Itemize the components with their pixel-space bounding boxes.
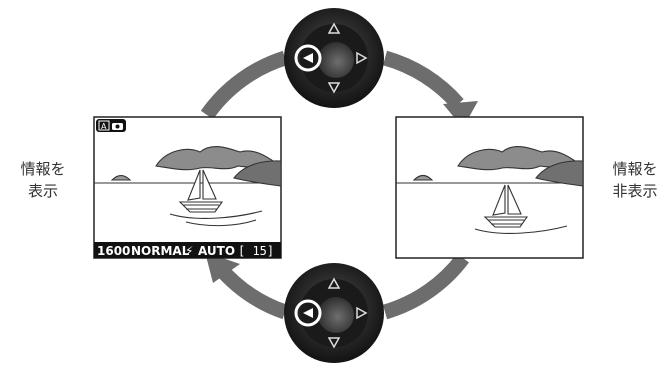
osd-bar: 1600 NORMAL ⚡ AUTO [ 15] [94, 242, 281, 258]
mode-badge: A [96, 119, 126, 132]
arrowhead-right [443, 101, 478, 128]
mode-letter: A [101, 122, 107, 131]
highlight-ring [294, 44, 322, 72]
arrow-left-icon[interactable] [303, 308, 313, 318]
highlight-ring [294, 299, 322, 327]
screen-with-info: A 1600 NORMAL ⚡ AUTO [ 15] [93, 116, 282, 259]
osd-frames: [ 15] [238, 244, 274, 258]
label-show-info-line1: 情報を [20, 160, 66, 178]
arrow-down-icon[interactable] [327, 82, 341, 94]
arc-top-right [382, 50, 464, 110]
label-hide-info-line2: 非表示 [612, 182, 658, 200]
multi-selector-top[interactable] [284, 8, 384, 108]
label-hide-info-line1: 情報を [612, 160, 658, 178]
arrow-left-icon[interactable] [303, 53, 313, 63]
arc-bottom-right [382, 253, 469, 320]
screen-without-info [395, 116, 584, 259]
arc-top-left [200, 50, 288, 120]
osd-flash-mode: AUTO [198, 244, 235, 258]
arrow-up-icon[interactable] [327, 22, 341, 34]
arrow-up-icon[interactable] [327, 277, 341, 289]
label-hide-info: 情報を 非表示 [600, 158, 669, 202]
label-show-info: 情報を 表示 [8, 158, 78, 202]
osd-image-size: 1600 [97, 244, 130, 258]
landscape-scene-plain [396, 146, 584, 234]
arrow-down-icon[interactable] [327, 337, 341, 349]
arrow-right-icon[interactable] [356, 51, 368, 65]
multi-selector-bottom[interactable] [284, 263, 384, 363]
arrowhead-left [205, 252, 240, 283]
osd-quality: NORMAL [131, 244, 190, 258]
label-show-info-line2: 表示 [27, 182, 58, 200]
landscape-scene [94, 146, 282, 227]
arc-bottom-left [214, 262, 288, 320]
arrow-right-icon[interactable] [356, 306, 368, 320]
flash-icon: ⚡ [185, 244, 193, 258]
